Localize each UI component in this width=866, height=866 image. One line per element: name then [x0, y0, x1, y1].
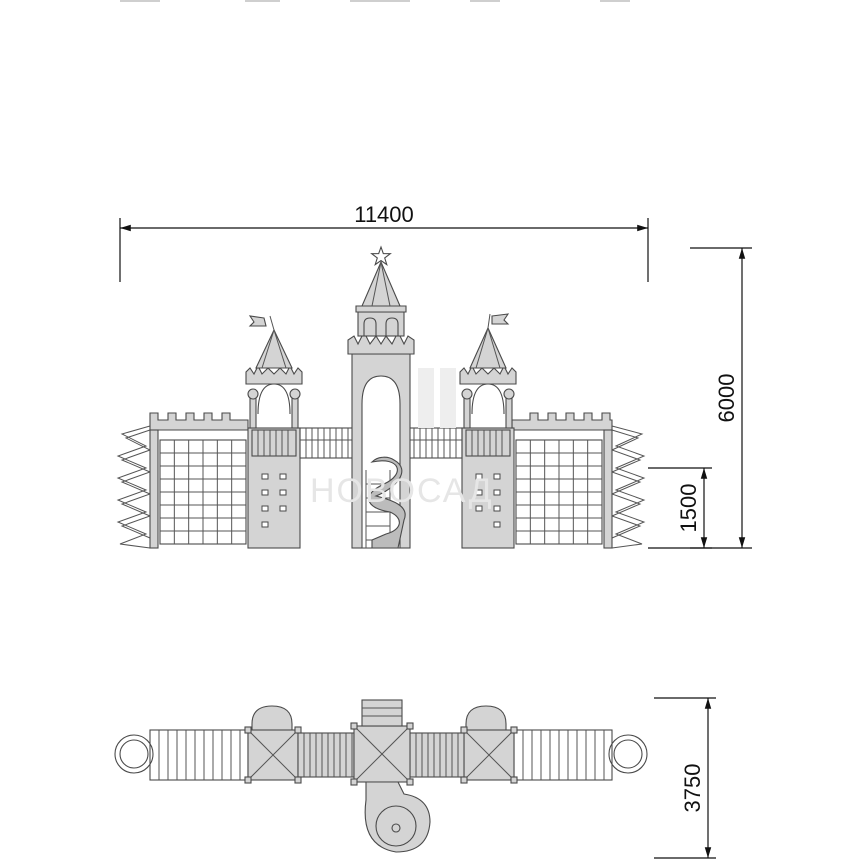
right-wall-net	[511, 412, 613, 549]
right-tower	[459, 313, 517, 549]
dimension-depth: 3750	[654, 697, 716, 859]
left-bridge	[299, 427, 355, 459]
left-spiral-climber	[116, 422, 152, 549]
width-label: 11400	[354, 202, 414, 227]
watermark: НОВОСАД	[310, 368, 494, 510]
central-spire-tower	[347, 245, 415, 549]
platform-height-label: 1500	[676, 484, 701, 533]
height-label: 6000	[714, 374, 739, 423]
dimension-width: 11400	[119, 202, 649, 282]
depth-label: 3750	[680, 764, 705, 813]
plan-view	[114, 699, 648, 853]
right-bridge	[407, 427, 463, 459]
dimension-platform-height: 1500	[648, 467, 712, 549]
left-wall-net	[149, 412, 249, 549]
watermark-text: НОВОСАД	[310, 472, 494, 510]
left-tower	[245, 315, 303, 549]
dimension-height: 6000	[690, 247, 752, 549]
right-spiral-climber	[610, 422, 646, 549]
front-elevation	[116, 245, 646, 549]
